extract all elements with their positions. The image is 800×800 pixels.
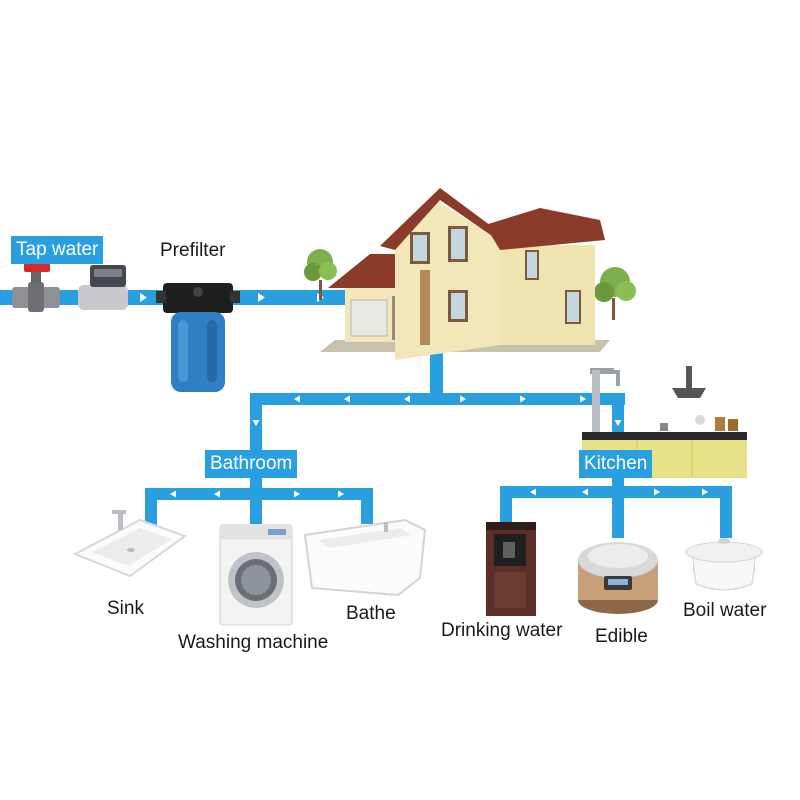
flow-arrow-icon <box>214 490 220 498</box>
flow-arrows <box>140 293 708 498</box>
house-icon <box>320 188 610 360</box>
flow-arrow-icon <box>654 488 660 496</box>
flow-arrow-icon <box>520 395 526 403</box>
drinking-water-label: Drinking water <box>441 620 563 641</box>
bathtub-icon <box>303 518 427 597</box>
flow-arrow-icon <box>252 420 260 426</box>
water-dispenser-icon <box>486 522 536 616</box>
washing-machine-label: Washing machine <box>178 632 329 653</box>
rice-cooker-icon <box>578 542 658 614</box>
pot-icon <box>685 538 763 591</box>
flow-arrow-icon <box>294 490 300 498</box>
prefilter-icon <box>156 283 240 392</box>
pot-drop-pipe <box>720 486 732 538</box>
boil-water-label: Boil water <box>683 600 767 621</box>
flow-arrow-icon <box>258 293 265 302</box>
flow-arrow-icon <box>338 490 344 498</box>
flow-arrow-icon <box>580 395 586 403</box>
tree-icon <box>304 249 337 300</box>
tree-icon <box>594 267 636 320</box>
sink-icon <box>72 510 188 578</box>
flow-arrow-icon <box>614 420 622 426</box>
kitchen-label: Kitchen <box>579 450 653 478</box>
flow-arrow-icon <box>294 395 300 403</box>
bathe-drop-pipe <box>361 488 373 524</box>
valve-icon <box>12 263 60 312</box>
bathroom-label: Bathroom <box>205 450 298 478</box>
flow-arrow-icon <box>702 488 708 496</box>
flow-arrow-icon <box>582 488 588 496</box>
bathe-label: Bathe <box>346 603 396 624</box>
sink-label: Sink <box>107 598 144 619</box>
edible-label: Edible <box>595 626 648 647</box>
dispenser-drop-pipe <box>500 486 512 528</box>
sink-drop-pipe <box>145 488 157 532</box>
flow-arrow-icon <box>530 488 536 496</box>
distribution-pipe <box>250 393 625 405</box>
water-meter-icon <box>78 265 128 310</box>
cooker-drop-pipe <box>612 486 624 538</box>
flow-arrow-icon <box>140 293 147 302</box>
flow-arrow-icon <box>460 395 466 403</box>
prefilter-label: Prefilter <box>160 240 226 261</box>
flow-arrow-icon <box>344 395 350 403</box>
washer-drop-pipe <box>250 488 262 524</box>
flow-arrow-icon <box>404 395 410 403</box>
tap-water-label: Tap water <box>11 236 104 264</box>
flow-arrow-icon <box>170 490 176 498</box>
washing-machine-icon <box>219 524 293 626</box>
